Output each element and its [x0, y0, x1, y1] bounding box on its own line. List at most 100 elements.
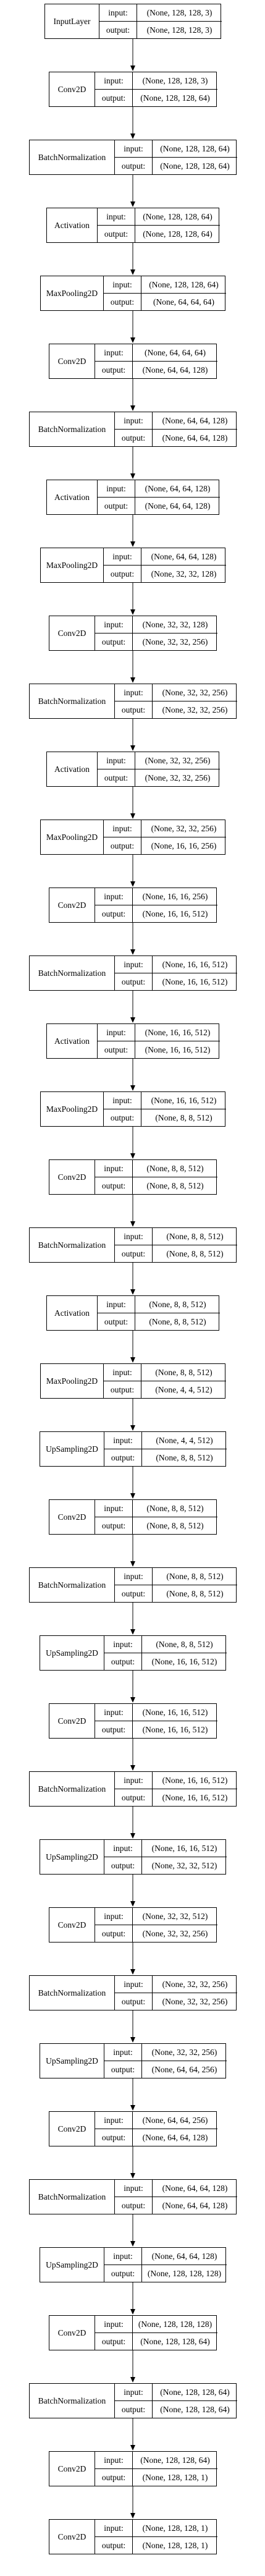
- input-shape: (None, 8, 8, 512): [156, 1639, 213, 1649]
- input-shape: (None, 128, 128, 64): [140, 2455, 210, 2465]
- input-label: input:: [95, 616, 133, 633]
- input-shape: (None, 16, 16, 512): [162, 1775, 228, 1785]
- connector-arrow: [130, 1603, 135, 1635]
- input-shape: (None, 64, 64, 64): [145, 347, 206, 357]
- input-shape: (None, 32, 32, 256): [162, 1979, 228, 1989]
- connector-arrow: [130, 1331, 135, 1363]
- input-shape: (None, 64, 64, 256): [142, 2115, 208, 2125]
- output-shape: (None, 8, 8, 512): [146, 1520, 204, 1530]
- output-shape: (None, 8, 8, 512): [155, 1112, 212, 1122]
- connector-arrow: [130, 1671, 135, 1703]
- connector-arrow: [130, 651, 135, 683]
- input-label: input:: [104, 2044, 142, 2061]
- output-shape: (None, 64, 64, 256): [151, 2064, 217, 2074]
- connector-arrow: [130, 1535, 135, 1567]
- output-shape: (None, 128, 128, 64): [140, 93, 210, 103]
- output-shape: (None, 16, 16, 512): [162, 1792, 228, 1802]
- layer-name: Conv2D: [49, 2316, 95, 2350]
- connector-arrow: [130, 2282, 135, 2315]
- output-shape: (None, 16, 16, 512): [142, 1724, 208, 1734]
- layer-name: Conv2D: [49, 1704, 95, 1738]
- input-label: input:: [95, 888, 133, 905]
- output-label: output:: [95, 1925, 133, 1942]
- layer-name: MaxPooling2D: [41, 276, 104, 310]
- input-shape: (None, 16, 16, 512): [151, 1095, 217, 1105]
- output-label: output:: [104, 837, 141, 854]
- input-shape: (None, 128, 128, 64): [160, 2387, 230, 2397]
- layer-name: BatchNormalization: [30, 2384, 115, 2418]
- layer-name: BatchNormalization: [30, 1228, 115, 1262]
- layer-name: BatchNormalization: [30, 1772, 115, 1806]
- input-label: input:: [115, 412, 153, 429]
- output-label: output:: [95, 633, 133, 650]
- output-label: output:: [95, 905, 133, 922]
- connector-arrow: [130, 2078, 135, 2111]
- connector-arrow: [130, 515, 135, 547]
- input-shape: (None, 32, 32, 512): [142, 1911, 208, 1921]
- input-shape: (None, 16, 16, 512): [151, 1843, 217, 1853]
- layer-name: Conv2D: [49, 1908, 95, 1942]
- input-shape: (None, 8, 8, 512): [146, 1163, 204, 1173]
- output-label: output:: [95, 2129, 133, 2146]
- output-shape: (None, 32, 32, 256): [142, 637, 208, 646]
- layer-name: MaxPooling2D: [41, 548, 104, 582]
- connector-arrow: [130, 2418, 135, 2451]
- input-label: input:: [104, 1092, 141, 1109]
- layer-name: UpSampling2D: [40, 1840, 104, 1874]
- output-label: output:: [104, 2265, 142, 2282]
- output-label: output:: [115, 701, 153, 718]
- input-label: input:: [95, 72, 133, 89]
- layer-name: UpSampling2D: [40, 1636, 104, 1670]
- input-label: input:: [95, 2520, 133, 2536]
- layer-name: Conv2D: [49, 1160, 95, 1194]
- input-label: input:: [98, 752, 135, 769]
- output-label: output:: [98, 1313, 135, 1330]
- layer-name: Activation: [47, 752, 98, 786]
- input-label: input:: [98, 1296, 135, 1313]
- connector-arrow: [130, 39, 135, 71]
- input-shape: (None, 8, 8, 512): [149, 1299, 206, 1309]
- input-label: input:: [99, 4, 137, 21]
- output-label: output:: [99, 22, 137, 38]
- input-shape: (None, 32, 32, 256): [145, 755, 211, 765]
- output-label: output:: [98, 498, 135, 514]
- input-shape: (None, 128, 128, 64): [143, 211, 212, 221]
- connector-arrow: [130, 2350, 135, 2383]
- layer-name: Conv2D: [49, 616, 95, 650]
- input-shape: (None, 32, 32, 256): [151, 2047, 217, 2057]
- connector-arrow: [130, 991, 135, 1023]
- input-shape: (None, 128, 128, 3): [142, 75, 208, 85]
- output-shape: (None, 16, 16, 256): [151, 841, 217, 850]
- output-label: output:: [104, 294, 141, 310]
- input-label: input:: [104, 2248, 142, 2265]
- output-shape: (None, 128, 128, 3): [146, 25, 212, 35]
- layer-name: BatchNormalization: [30, 684, 115, 718]
- input-shape: (None, 8, 8, 512): [146, 1503, 204, 1513]
- input-label: input:: [104, 1364, 141, 1381]
- input-label: input:: [95, 344, 133, 361]
- layer-name: MaxPooling2D: [41, 1364, 104, 1398]
- layer-name: UpSampling2D: [40, 2248, 104, 2282]
- output-label: output:: [98, 226, 135, 242]
- row-divider: [115, 429, 237, 430]
- output-label: output:: [104, 1653, 142, 1670]
- input-shape: (None, 8, 8, 512): [155, 1367, 212, 1377]
- input-label: input:: [115, 2180, 153, 2197]
- layer-name: Conv2D: [49, 888, 95, 922]
- layer-name: BatchNormalization: [30, 1976, 115, 2010]
- input-label: input:: [104, 276, 141, 293]
- input-label: input:: [115, 956, 153, 973]
